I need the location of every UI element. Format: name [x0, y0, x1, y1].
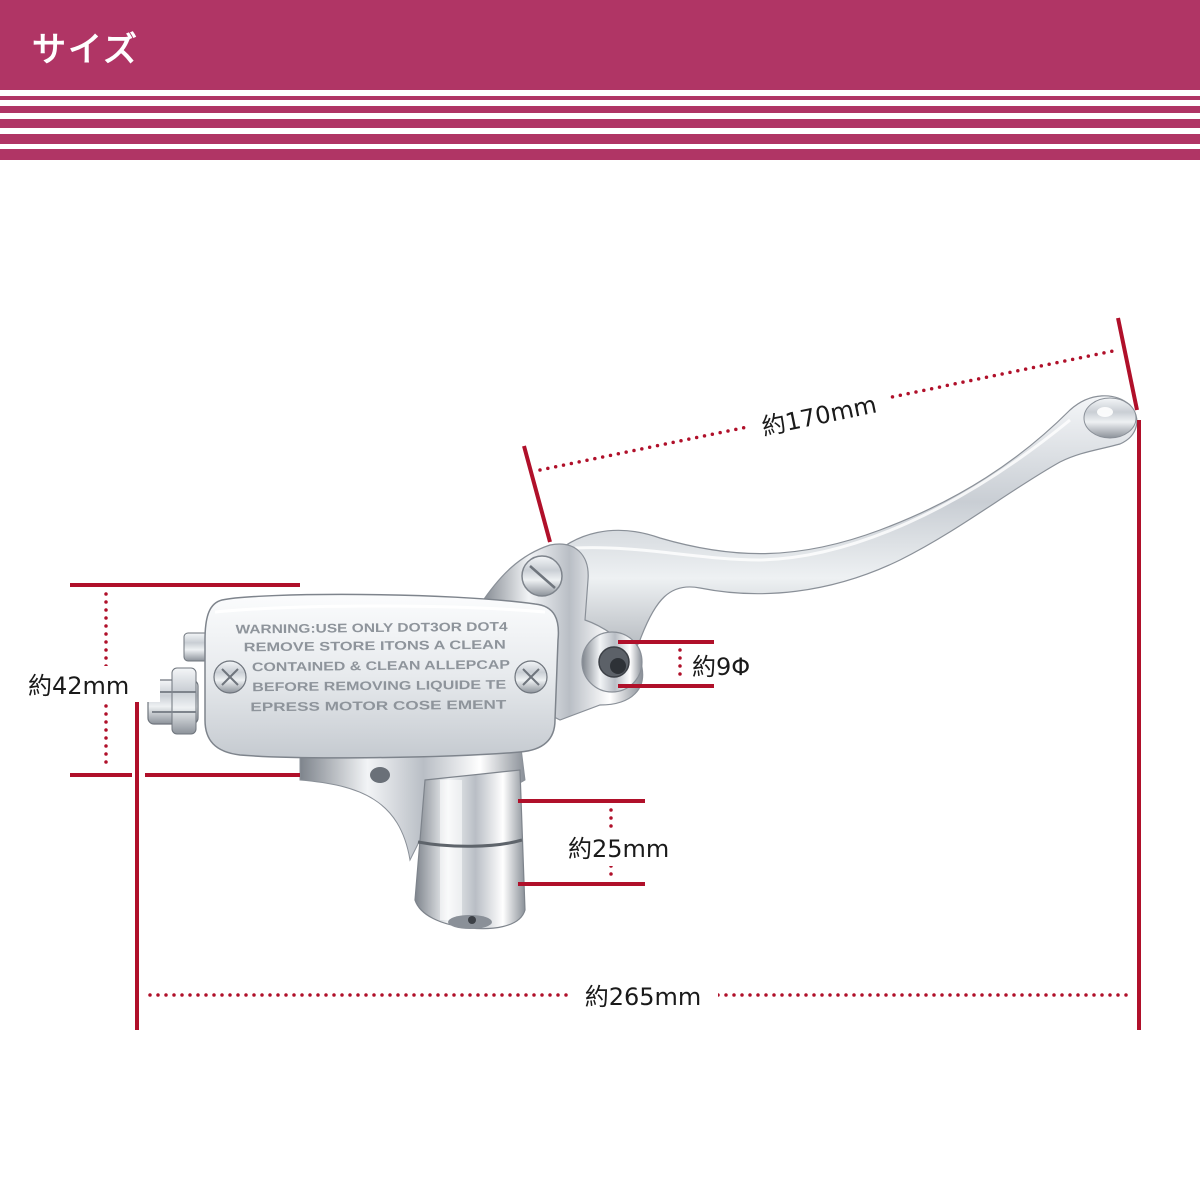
cap-screw-left — [213, 660, 247, 694]
reservoir-cap — [204, 593, 560, 759]
lever-tip — [1083, 397, 1137, 439]
cap-screw-right — [514, 660, 548, 694]
svg-text:EPRESS MOTOR COSE EMENT: EPRESS MOTOR COSE EMENT — [250, 698, 507, 715]
label-bolt-hole: 約9Φ — [692, 653, 750, 681]
dimension-labels: 約170mm 約9Φ 約42mm 約25mm 約265mm — [26, 381, 895, 1014]
header-stripe — [0, 106, 1200, 113]
label-clamp-width: 約25mm — [568, 835, 669, 863]
header-stripe — [0, 119, 1200, 128]
svg-text:WARNING:USE ONLY DOT3OR DOT4: WARNING:USE ONLY DOT3OR DOT4 — [235, 620, 507, 637]
cap-engraving: WARNING:USE ONLY DOT3OR DOT4 REMOVE STOR… — [235, 620, 510, 715]
dim-170-end-left — [522, 445, 552, 543]
label-body-height: 約42mm — [28, 672, 129, 700]
label-total-length: 約265mm — [585, 983, 702, 1011]
header-stripe — [0, 134, 1200, 144]
header-stripe — [0, 149, 1200, 160]
svg-text:BEFORE REMOVING LIQUIDE TE: BEFORE REMOVING LIQUIDE TE — [252, 678, 506, 695]
dim-170-end-right — [1116, 317, 1139, 411]
brake-lever-image: WARNING:USE ONLY DOT3OR DOT4 REMOVE STOR… — [147, 395, 1138, 930]
header-stripe — [0, 96, 1200, 100]
header-banner: サイズ — [0, 0, 1200, 90]
svg-text:REMOVE STORE ITONS A CLEAN: REMOVE STORE ITONS A CLEAN — [244, 638, 506, 655]
svg-text:CONTAINED & CLEAN ALLEPCAP: CONTAINED & CLEAN ALLEPCAP — [252, 658, 510, 675]
clamp-barrel — [414, 769, 526, 930]
page-title: サイズ — [32, 30, 139, 70]
